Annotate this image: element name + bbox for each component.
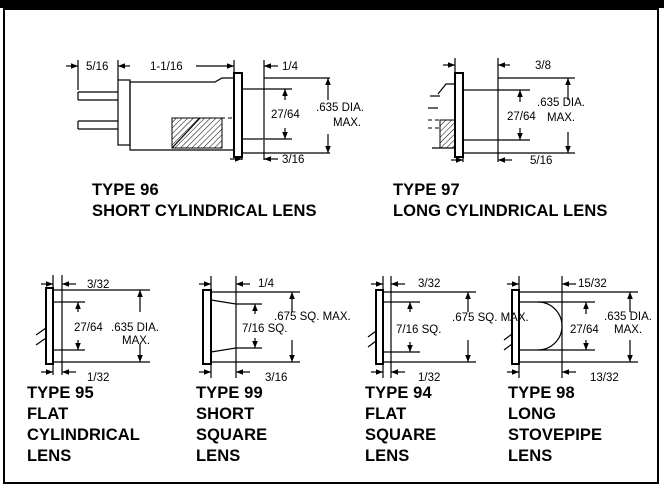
dim-95-b: 27/64 — [74, 322, 103, 334]
type-98-line-3: STOVEPIPE — [508, 426, 603, 444]
dim-97-d: MAX. — [547, 112, 575, 124]
type-94-label: TYPE 94 FLAT SQUARE LENS — [365, 383, 436, 467]
dim-99-d: 3/16 — [265, 372, 287, 384]
lens — [52, 301, 63, 351]
type-95-label: TYPE 95 FLAT CYLINDRICAL LENS — [27, 383, 140, 467]
dim-98-b: .635 DIA. — [604, 311, 652, 323]
type-95-line-3: CYLINDRICAL — [27, 426, 140, 444]
flange — [202, 289, 212, 365]
type-94-title: TYPE 94 — [365, 384, 432, 402]
type-96-desc: SHORT CYLINDRICAL LENS — [92, 202, 317, 220]
dim-95-a: 3/32 — [87, 279, 109, 291]
type-99-label: TYPE 99 SHORT SQUARE LENS — [196, 383, 267, 467]
type-97-label: TYPE 97 LONG CYLINDRICAL LENS — [393, 180, 607, 222]
flange — [45, 287, 54, 365]
dim-96-e: .635 DIA. — [316, 102, 364, 114]
dim-94-d: 1/32 — [418, 372, 440, 384]
dim-95-c: .635 DIA. — [111, 322, 159, 334]
type-96-title: TYPE 96 — [92, 181, 159, 199]
flange — [233, 72, 243, 158]
type-99-line-4: LENS — [196, 447, 241, 465]
dim-98-a: 15/32 — [578, 278, 607, 290]
type-98-label: TYPE 98 LONG STOVEPIPE LENS — [508, 383, 602, 467]
type-95-drawing: 3/32 27/64 .635 DIA. MAX. 1/32 — [35, 275, 159, 384]
type-94-drawing: 3/32 .675 SQ. MAX. 7/16 SQ. 1/32 — [367, 276, 529, 384]
dim-94-c: 7/16 SQ. — [396, 324, 441, 336]
type-95-line-4: LENS — [27, 447, 72, 465]
dim-99-a: 1/4 — [258, 278, 275, 290]
type-97-desc: LONG CYLINDRICAL LENS — [393, 202, 608, 220]
dim-96-a: 5/16 — [86, 61, 108, 73]
type-98-title: TYPE 98 — [508, 384, 575, 402]
dim-97-c: .635 DIA. — [537, 97, 585, 109]
lens — [462, 89, 499, 141]
type-99-line-3: SQUARE — [196, 426, 268, 444]
dim-96-f: MAX. — [333, 117, 361, 129]
type-94-line-4: LENS — [365, 447, 410, 465]
dim-96-b: 1-1/16 — [150, 61, 183, 73]
type-98-drawing: 15/32 .635 DIA. 27/64 MAX. 13/32 — [503, 276, 652, 384]
type-95-line-2: FLAT — [27, 405, 69, 423]
top-border — [0, 0, 664, 8]
dim-98-d: MAX. — [614, 324, 642, 336]
type-94-line-2: FLAT — [365, 405, 407, 423]
lens — [210, 299, 237, 353]
type-95-title: TYPE 95 — [27, 384, 94, 402]
flange — [375, 289, 384, 365]
dim-96-g: 3/16 — [282, 154, 304, 166]
dim-97-e: 5/16 — [530, 155, 552, 167]
body-rear — [117, 79, 131, 146]
type-97-title: TYPE 97 — [393, 181, 460, 199]
dim-95-d: MAX. — [122, 335, 150, 347]
drawing-frame — [3, 6, 659, 484]
dim-98-c: 27/64 — [570, 324, 599, 336]
type-98-line-4: LENS — [508, 447, 553, 465]
dim-98-e: 13/32 — [590, 372, 619, 384]
dim-96-d: 27/64 — [271, 109, 300, 121]
lens — [382, 301, 392, 353]
lens-dome — [519, 301, 563, 351]
dim-99-c: 7/16 SQ. — [242, 323, 287, 335]
dim-94-a: 3/32 — [418, 278, 440, 290]
dim-97-a: 3/8 — [535, 60, 551, 72]
type-97-drawing: 3/8 27/64 .635 DIA. MAX. 5/16 — [428, 58, 585, 167]
dim-96-c: 1/4 — [282, 61, 299, 73]
type-94-line-3: SQUARE — [365, 426, 437, 444]
type-99-drawing: 1/4 .675 SQ. MAX. 7/16 SQ. 3/16 — [199, 276, 351, 384]
lens — [241, 88, 265, 140]
dim-99-b: .675 SQ. MAX. — [274, 311, 351, 323]
type-96-drawing: 5/16 1-1/16 1/4 27/64 .635 DIA. MAX. 3/1… — [66, 60, 364, 166]
flange — [511, 289, 520, 365]
dim-95-e: 1/32 — [87, 372, 109, 384]
body-hatch — [171, 117, 223, 149]
type-96-label: TYPE 96 SHORT CYLINDRICAL LENS — [92, 180, 317, 222]
type-98-line-2: LONG — [508, 405, 557, 423]
flange — [454, 72, 464, 158]
type-99-line-2: SHORT — [196, 405, 255, 423]
dim-94-b: .675 SQ. MAX. — [452, 312, 529, 324]
type-99-title: TYPE 99 — [196, 384, 263, 402]
dim-97-b: 27/64 — [507, 111, 536, 123]
